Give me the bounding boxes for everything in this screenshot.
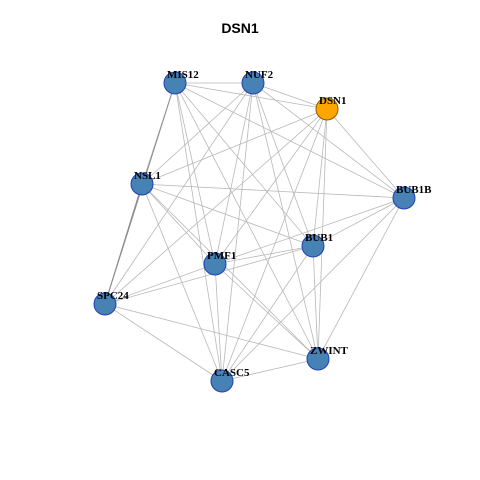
edge-dsn1-bub1b (326, 108, 405, 199)
edge-bub1b-bub1 (312, 197, 405, 247)
node-label-casc5: CASC5 (214, 367, 250, 379)
edge-nsl1-pmf1 (141, 183, 216, 265)
edge-nsl1-spc24 (104, 183, 143, 305)
edge-bub1-zwint (312, 245, 319, 360)
edge-dsn1-nsl1 (141, 108, 328, 185)
graph-title: DSN1 (221, 20, 259, 36)
edge-nsl1-bub1b (141, 183, 405, 199)
edge-nuf2-spc24 (104, 82, 254, 305)
edge-mis12-dsn1 (174, 82, 328, 110)
edge-pmf1-zwint (214, 263, 319, 360)
edge-spc24-casc5 (104, 303, 223, 382)
node-nuf2[interactable] (241, 71, 265, 95)
edge-mis12-casc5 (174, 82, 223, 382)
node-mis12[interactable] (163, 71, 187, 95)
edge-spc24-zwint (104, 303, 319, 360)
edge-bub1b-casc5 (221, 197, 405, 382)
edge-nsl1-zwint (141, 183, 319, 360)
node-bub1b[interactable] (392, 186, 416, 210)
edge-dsn1-zwint (317, 108, 328, 360)
node-bub1[interactable] (301, 234, 325, 258)
edge-bub1-spc24 (104, 245, 314, 305)
edge-dsn1-pmf1 (214, 108, 328, 265)
edge-pmf1-casc5 (214, 263, 223, 382)
edge-nsl1-bub1 (141, 183, 314, 247)
node-dsn1[interactable] (315, 97, 339, 121)
edge-dsn1-casc5 (221, 108, 328, 382)
edge-nuf2-casc5 (221, 82, 254, 382)
edge-bub1b-zwint (317, 197, 405, 360)
edge-nuf2-dsn1 (252, 82, 328, 110)
edge-nuf2-zwint (252, 82, 319, 360)
edge-zwint-casc5 (221, 358, 319, 382)
node-label-bub1b: BUB1B (396, 184, 432, 196)
edge-mis12-bub1b (174, 82, 405, 199)
node-nsl1[interactable] (130, 172, 154, 196)
edge-mis12-bub1 (174, 82, 314, 247)
edge-nuf2-bub1 (252, 82, 314, 247)
edge-nuf2-pmf1 (214, 82, 254, 265)
edge-pmf1-spc24 (104, 263, 216, 305)
edge-bub1b-pmf1 (214, 197, 405, 265)
node-label-zwint: ZWINT (310, 345, 349, 357)
node-pmf1[interactable] (203, 252, 227, 276)
node-zwint[interactable] (306, 347, 330, 371)
edge-layer (104, 82, 405, 382)
node-label-nuf2: NUF2 (245, 69, 274, 81)
edge-dsn1-spc24 (104, 108, 328, 305)
node-label-bub1: BUB1 (305, 232, 333, 244)
node-spc24[interactable] (93, 292, 117, 316)
edge-nuf2-bub1b (252, 82, 405, 199)
edge-mis12-pmf1 (174, 82, 216, 265)
node-label-spc24: SPC24 (97, 290, 129, 302)
edge-dsn1-bub1 (312, 108, 328, 247)
node-label-pmf1: PMF1 (207, 250, 236, 262)
edge-bub1-pmf1 (214, 245, 314, 265)
node-casc5[interactable] (210, 369, 234, 393)
node-label-dsn1: DSN1 (319, 95, 347, 107)
edge-bub1-casc5 (221, 245, 314, 382)
node-label-nsl1: NSL1 (134, 170, 161, 182)
node-label-mis12: MIS12 (167, 69, 199, 81)
edge-nuf2-nsl1 (141, 82, 254, 185)
node-layer (93, 71, 416, 393)
